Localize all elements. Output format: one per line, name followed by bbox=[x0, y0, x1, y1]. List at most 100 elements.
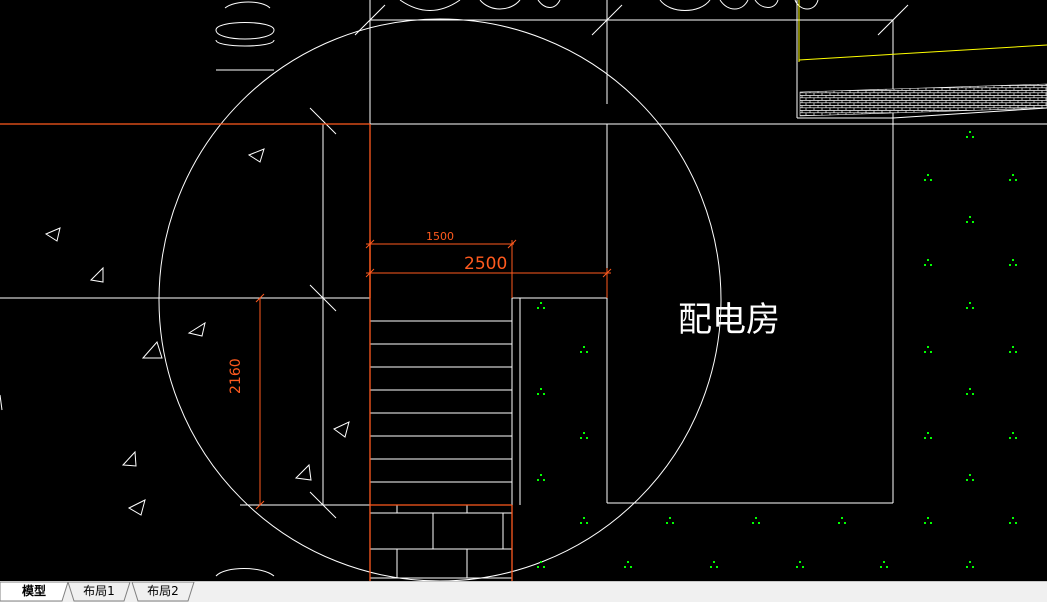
green-dots bbox=[537, 131, 1017, 568]
green-dot bbox=[752, 522, 754, 524]
green-dot bbox=[758, 522, 760, 524]
green-dot bbox=[543, 479, 545, 481]
green-dot bbox=[972, 136, 974, 138]
green-dot bbox=[927, 259, 929, 261]
drawing-canvas[interactable]: 1500 2500 2160 配电房 bbox=[0, 0, 1047, 581]
green-dot bbox=[713, 561, 715, 563]
green-dot bbox=[796, 566, 798, 568]
green-dot bbox=[969, 388, 971, 390]
green-dot bbox=[1012, 432, 1014, 434]
green-dot bbox=[969, 216, 971, 218]
green-dot bbox=[537, 566, 539, 568]
green-dot bbox=[969, 474, 971, 476]
green-dot bbox=[1015, 522, 1017, 524]
tab-layout2-label: 布局2 bbox=[147, 584, 179, 598]
green-dot bbox=[886, 566, 888, 568]
green-dot bbox=[755, 517, 757, 519]
green-dot bbox=[583, 346, 585, 348]
green-dot bbox=[586, 351, 588, 353]
green-dot bbox=[1015, 351, 1017, 353]
green-dot bbox=[583, 517, 585, 519]
green-dot bbox=[543, 566, 545, 568]
tab-layout1[interactable]: 布局1 bbox=[62, 582, 136, 602]
green-dot bbox=[586, 522, 588, 524]
green-dot bbox=[972, 566, 974, 568]
green-dot bbox=[543, 393, 545, 395]
green-dot bbox=[969, 561, 971, 563]
room-label: 配电房 bbox=[678, 300, 780, 340]
green-dot bbox=[1012, 174, 1014, 176]
green-dot bbox=[972, 307, 974, 309]
dimension-lines bbox=[240, 239, 612, 510]
green-dot bbox=[930, 351, 932, 353]
green-dot bbox=[710, 566, 712, 568]
green-dot bbox=[969, 131, 971, 133]
green-dot bbox=[930, 437, 932, 439]
green-dot bbox=[537, 393, 539, 395]
green-dot bbox=[540, 302, 542, 304]
green-dot bbox=[966, 393, 968, 395]
tab-model[interactable]: 模型 bbox=[0, 582, 68, 602]
green-dot bbox=[1009, 351, 1011, 353]
green-dot bbox=[1015, 179, 1017, 181]
green-dot bbox=[583, 432, 585, 434]
green-dot bbox=[972, 393, 974, 395]
green-dot bbox=[966, 136, 968, 138]
green-dot bbox=[966, 221, 968, 223]
tab-layout1-label: 布局1 bbox=[83, 584, 115, 598]
tab-model-label: 模型 bbox=[21, 584, 46, 598]
green-dot bbox=[580, 522, 582, 524]
green-dot bbox=[802, 566, 804, 568]
green-dot bbox=[716, 566, 718, 568]
green-dot bbox=[883, 561, 885, 563]
orange-lines bbox=[0, 123, 513, 581]
green-dot bbox=[969, 302, 971, 304]
green-dot bbox=[537, 307, 539, 309]
green-dot bbox=[1012, 259, 1014, 261]
green-dot bbox=[1012, 517, 1014, 519]
green-dot bbox=[672, 522, 674, 524]
green-dot bbox=[930, 522, 932, 524]
green-dot bbox=[580, 351, 582, 353]
green-dot bbox=[586, 437, 588, 439]
green-dot bbox=[966, 307, 968, 309]
green-dot bbox=[924, 351, 926, 353]
green-dot bbox=[1015, 437, 1017, 439]
green-dot bbox=[966, 479, 968, 481]
green-dot bbox=[966, 566, 968, 568]
dimension-label-2160: 2160 bbox=[228, 358, 244, 394]
green-dot bbox=[924, 264, 926, 266]
green-dot bbox=[1012, 346, 1014, 348]
cad-drawing bbox=[0, 0, 1047, 581]
green-dot bbox=[580, 437, 582, 439]
green-dot bbox=[1009, 179, 1011, 181]
large-circle bbox=[158, 18, 722, 581]
green-dot bbox=[540, 474, 542, 476]
green-dot bbox=[540, 388, 542, 390]
green-dot bbox=[927, 517, 929, 519]
green-dot bbox=[844, 522, 846, 524]
green-dot bbox=[630, 566, 632, 568]
green-dot bbox=[880, 566, 882, 568]
green-dot bbox=[540, 561, 542, 563]
green-dot bbox=[1009, 522, 1011, 524]
green-dot bbox=[624, 566, 626, 568]
concrete-hatch bbox=[44, 148, 350, 516]
green-dot bbox=[666, 522, 668, 524]
green-dot bbox=[1009, 264, 1011, 266]
green-dot bbox=[799, 561, 801, 563]
green-dot bbox=[627, 561, 629, 563]
tab-layout2[interactable]: 布局2 bbox=[126, 582, 200, 602]
green-dot bbox=[930, 179, 932, 181]
dimension-label-2500: 2500 bbox=[464, 254, 508, 274]
green-dot bbox=[537, 479, 539, 481]
green-dot bbox=[924, 522, 926, 524]
green-dot bbox=[543, 307, 545, 309]
green-dot bbox=[1015, 264, 1017, 266]
green-dot bbox=[924, 437, 926, 439]
dimension-label-1500: 1500 bbox=[426, 230, 454, 243]
green-dot bbox=[927, 346, 929, 348]
building-lines bbox=[0, 0, 1047, 579]
green-dot bbox=[838, 522, 840, 524]
green-dot bbox=[972, 221, 974, 223]
